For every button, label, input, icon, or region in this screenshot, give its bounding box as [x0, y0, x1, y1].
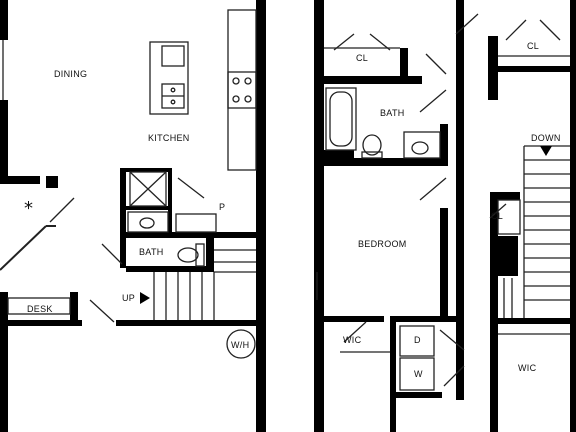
room-label-wic-right: WIC [518, 363, 537, 373]
room-label-pantry: P [219, 202, 226, 212]
up-arrow-icon [140, 292, 150, 304]
label-dryer: D [414, 335, 421, 345]
room-label-bath-lower: BATH [139, 247, 164, 257]
door-swings [49, 13, 561, 387]
room-label-closet-upper-right: CL [527, 41, 540, 51]
label-washer: W [414, 369, 423, 379]
entry-marker: * [24, 198, 33, 219]
down-arrow-icon [540, 146, 552, 156]
room-label-closet-stair: CL [491, 211, 504, 221]
lower-stairs [153, 249, 256, 320]
label-water-heater: W/H [231, 340, 250, 350]
stair-label-up: UP [122, 293, 136, 303]
room-label-kitchen: KITCHEN [148, 133, 190, 143]
stair-label-down: DOWN [531, 133, 561, 143]
room-label-bedroom: BEDROOM [358, 239, 407, 249]
room-label-wic-left: WIC [343, 335, 362, 345]
room-label-bath-upper: BATH [380, 108, 405, 118]
room-label-closet-upper-left: CL [356, 53, 369, 63]
fixtures [0, 9, 570, 391]
upper-stairs [503, 145, 570, 318]
room-label-desk: DESK [27, 304, 53, 314]
room-label-dining: DINING [54, 69, 88, 79]
